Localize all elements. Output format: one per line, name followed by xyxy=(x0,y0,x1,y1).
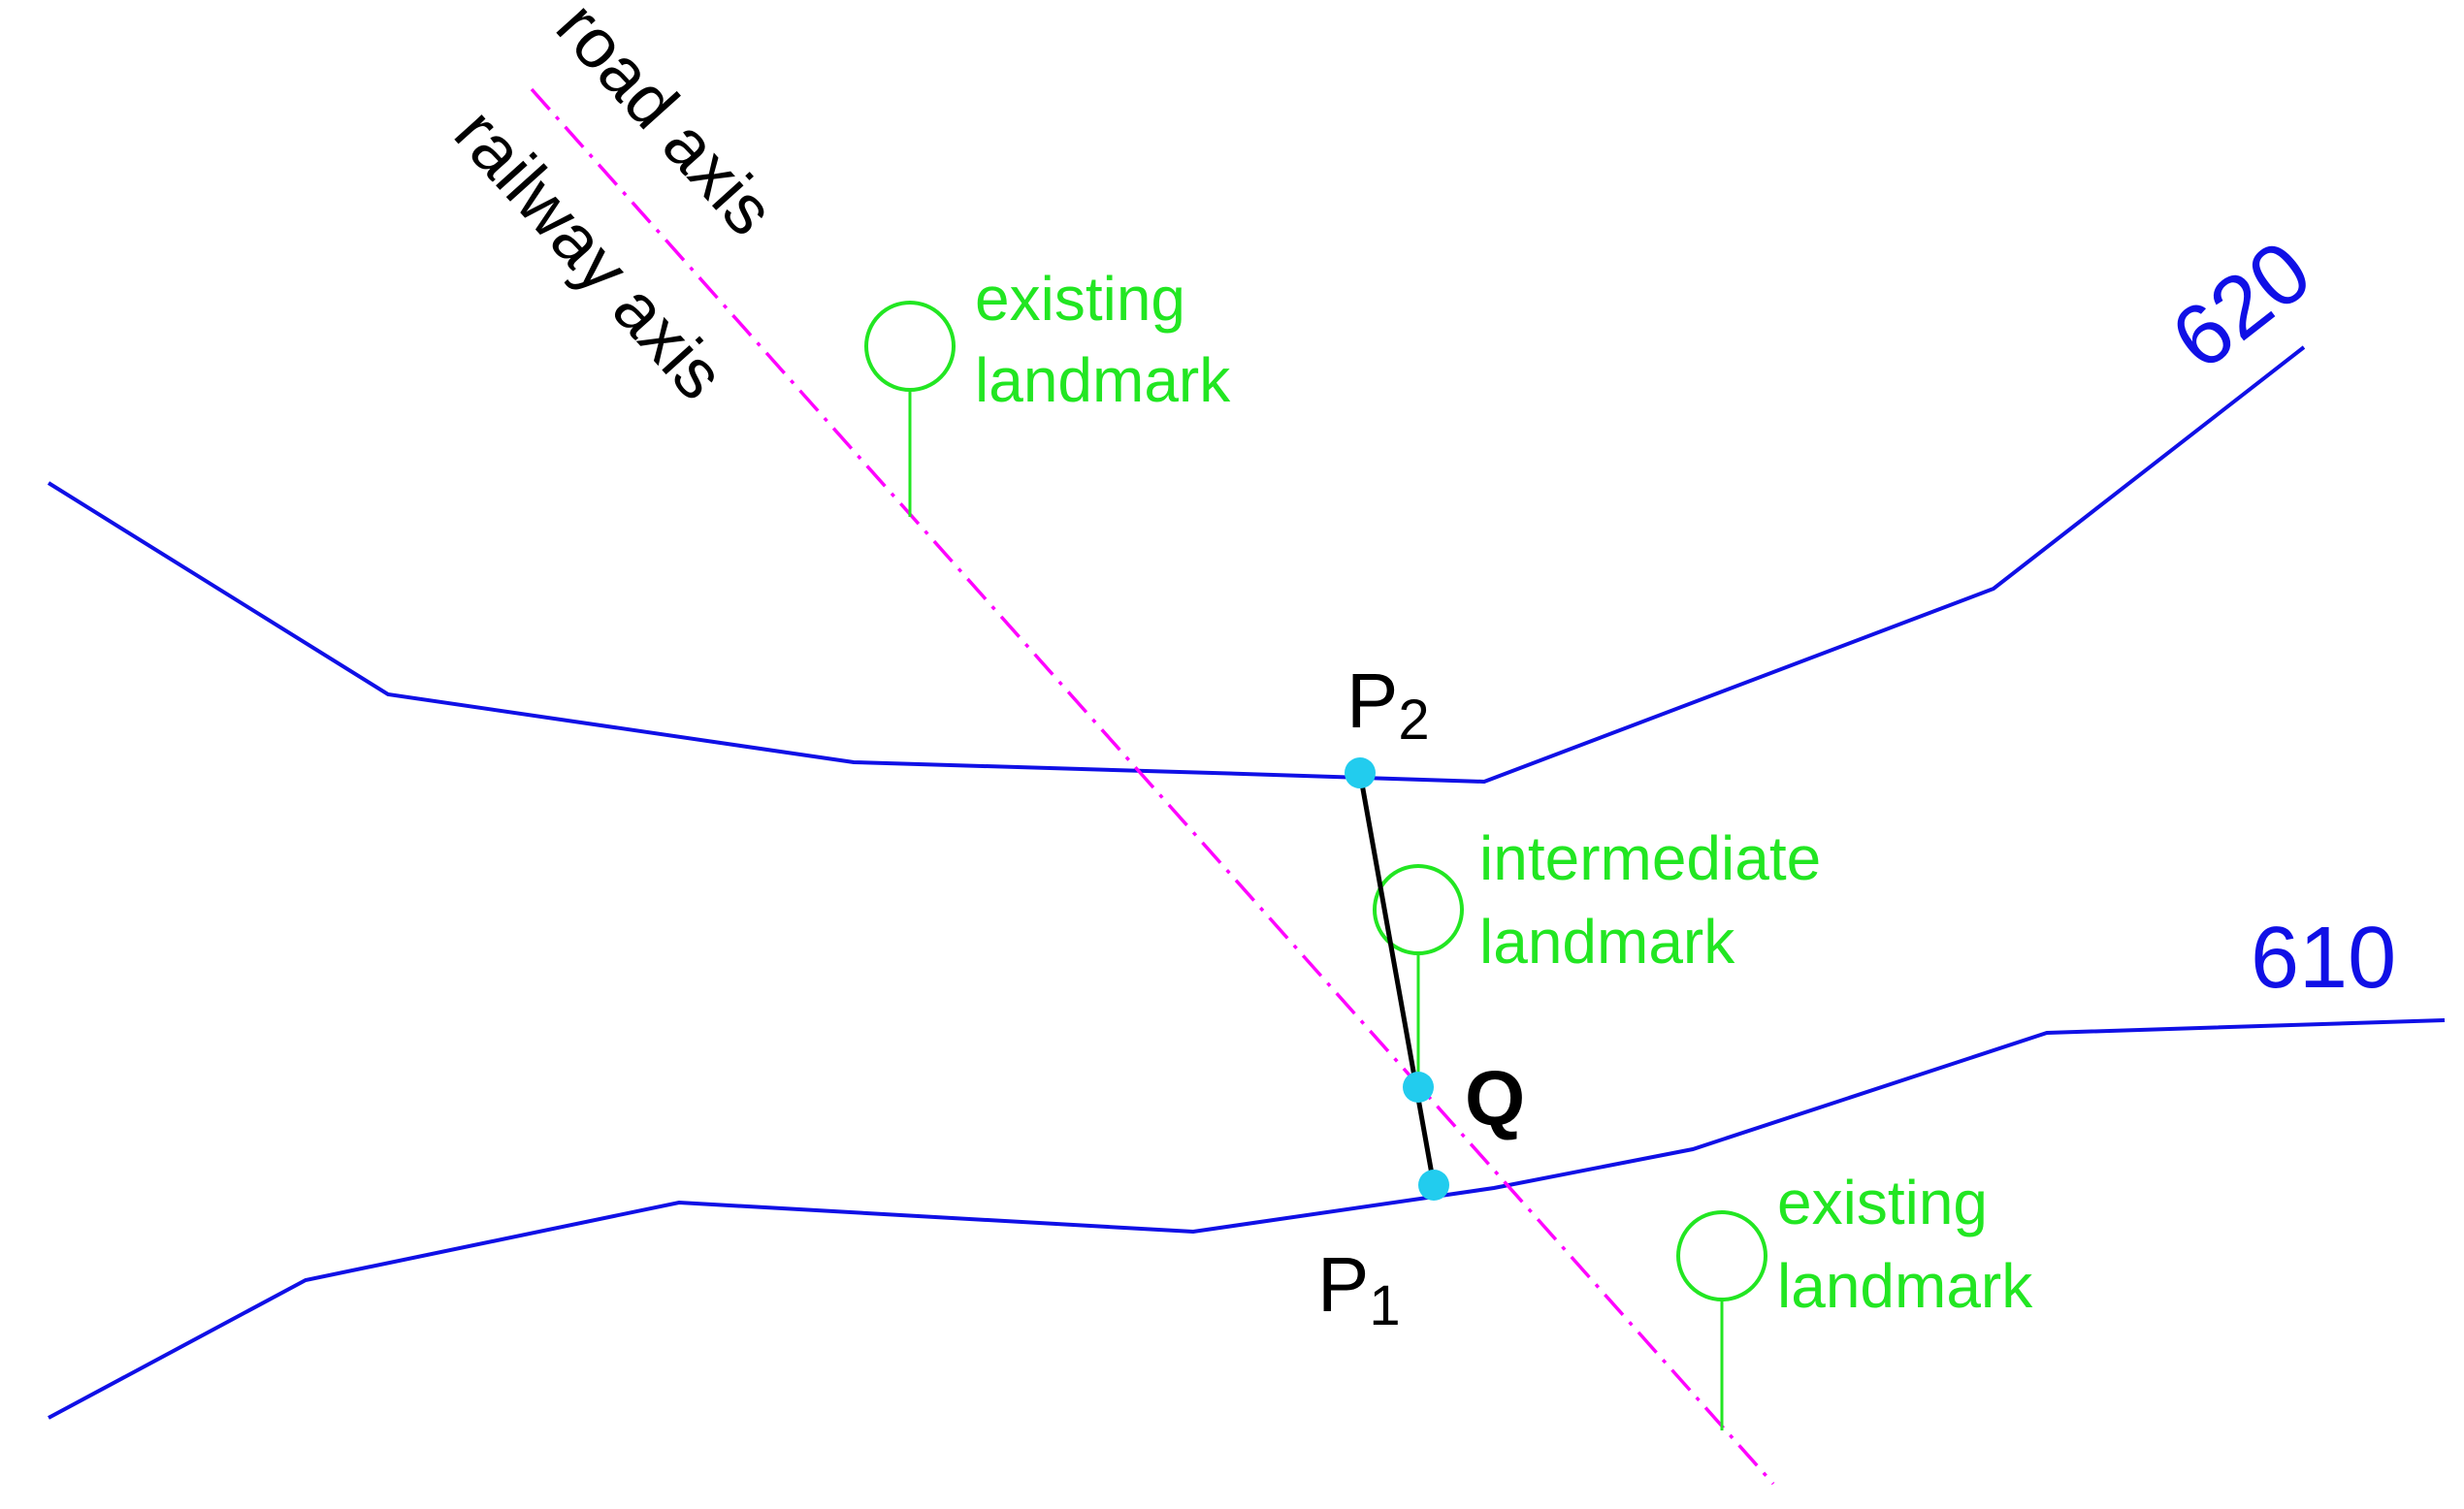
contour-label-610: 610 xyxy=(2251,910,2396,1007)
segment-p2-p1 xyxy=(1357,772,1437,1186)
landmark-label-top-line2: landmark xyxy=(975,345,1231,415)
landmark-label-bottom-line2: landmark xyxy=(1777,1251,2033,1321)
contour-line-620 xyxy=(47,345,2306,785)
point-q xyxy=(1403,1072,1434,1103)
landmark-label-top-line1: existing xyxy=(975,264,1185,334)
point-label-p1: P1 xyxy=(1317,1241,1401,1337)
contour-line-610 xyxy=(48,1018,2446,1420)
landmark-label-bottom-line1: existing xyxy=(1777,1168,1988,1237)
point-label-p2-subscript: 2 xyxy=(1398,689,1429,752)
point-label-p2-letter: P xyxy=(1346,658,1398,744)
landmark-marker-bottom xyxy=(1676,1210,1767,1301)
point-label-p2: P2 xyxy=(1346,658,1430,752)
point-p1 xyxy=(1418,1170,1449,1201)
landmark-marker-top xyxy=(864,301,956,392)
landmark-label-intermediate-line1: intermediate xyxy=(1479,823,1821,893)
point-label-p1-subscript: 1 xyxy=(1369,1274,1400,1337)
point-p2 xyxy=(1345,757,1376,788)
road-railway-axis-line xyxy=(530,87,1775,1486)
landmark-label-intermediate-line2: landmark xyxy=(1479,907,1735,977)
contour-label-620: 620 xyxy=(2155,223,2329,389)
point-label-q: Q xyxy=(1465,1055,1525,1141)
point-label-p1-letter: P xyxy=(1317,1241,1369,1328)
